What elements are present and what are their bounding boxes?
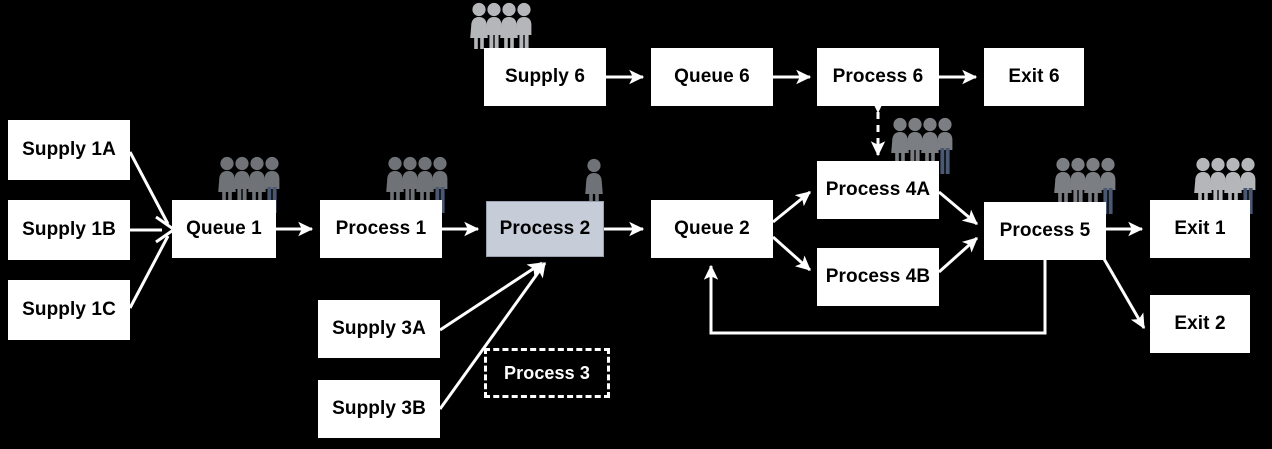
node-label: Supply 3A	[332, 318, 426, 339]
people-icon-group-process5	[1052, 157, 1124, 219]
people-icon-group-process4a	[889, 117, 961, 179]
connector-supply1a-queue1	[128, 151, 170, 225]
node-queue1[interactable]: Queue 1	[172, 200, 276, 258]
node-exit6[interactable]: Exit 6	[984, 48, 1084, 106]
connector-queue2-process4a	[772, 190, 811, 224]
node-process3[interactable]: Process 3	[484, 348, 610, 398]
node-label: Exit 6	[1008, 66, 1060, 87]
node-label: Supply 1C	[22, 299, 116, 320]
node-process4b[interactable]: Process 4B	[817, 248, 939, 306]
node-label: Exit 1	[1174, 218, 1226, 239]
node-supply6[interactable]: Supply 6	[484, 48, 606, 106]
node-label: Process 3	[504, 362, 590, 383]
node-process2[interactable]: Process 2	[486, 201, 604, 257]
node-process1[interactable]: Process 1	[320, 200, 442, 258]
node-supply1b[interactable]: Supply 1B	[8, 200, 130, 260]
node-label: Supply 1B	[22, 219, 116, 240]
people-icon	[891, 117, 953, 174]
people-icon	[1054, 157, 1116, 214]
connector-process4b-process5	[937, 236, 979, 274]
connector-queue2-process4b	[772, 235, 811, 272]
node-label: Process 4B	[825, 266, 931, 287]
connector-supply1c-queue1	[128, 235, 170, 309]
node-supply3a[interactable]: Supply 3A	[318, 300, 440, 358]
node-exit1[interactable]: Exit 1	[1150, 200, 1250, 258]
node-supply3b[interactable]: Supply 3B	[318, 380, 440, 438]
node-label: Exit 2	[1174, 313, 1226, 334]
node-label: Process 4A	[825, 179, 931, 200]
node-label: Process 5	[999, 220, 1091, 241]
people-icon	[470, 2, 532, 49]
node-label: Supply 3B	[332, 398, 426, 419]
node-process6[interactable]: Process 6	[817, 48, 939, 106]
node-supply1a[interactable]: Supply 1A	[8, 120, 130, 180]
node-queue6[interactable]: Queue 6	[651, 48, 773, 106]
node-label: Queue 6	[674, 66, 750, 87]
node-queue2[interactable]: Queue 2	[651, 200, 773, 258]
node-exit2[interactable]: Exit 2	[1150, 295, 1250, 353]
node-label: Supply 1A	[22, 139, 116, 160]
people-icon-group-supply6	[468, 2, 540, 64]
people-icon	[218, 156, 280, 213]
node-label: Queue 2	[674, 218, 750, 239]
connector-supply3a-process2	[439, 261, 544, 332]
node-label: Process 6	[832, 66, 924, 87]
node-process4a[interactable]: Process 4A	[817, 161, 939, 219]
people-icon-group-process2	[583, 158, 610, 220]
node-process5[interactable]: Process 5	[984, 202, 1106, 260]
node-supply1c[interactable]: Supply 1C	[8, 280, 130, 340]
node-label: Queue 1	[186, 218, 262, 239]
connector-process4a-process5	[938, 190, 978, 226]
people-icon-group-queue1	[216, 156, 288, 218]
people-icon	[585, 158, 603, 205]
node-label: Process 2	[499, 218, 591, 239]
node-label: Supply 6	[505, 66, 585, 87]
node-label: Process 1	[335, 218, 427, 239]
